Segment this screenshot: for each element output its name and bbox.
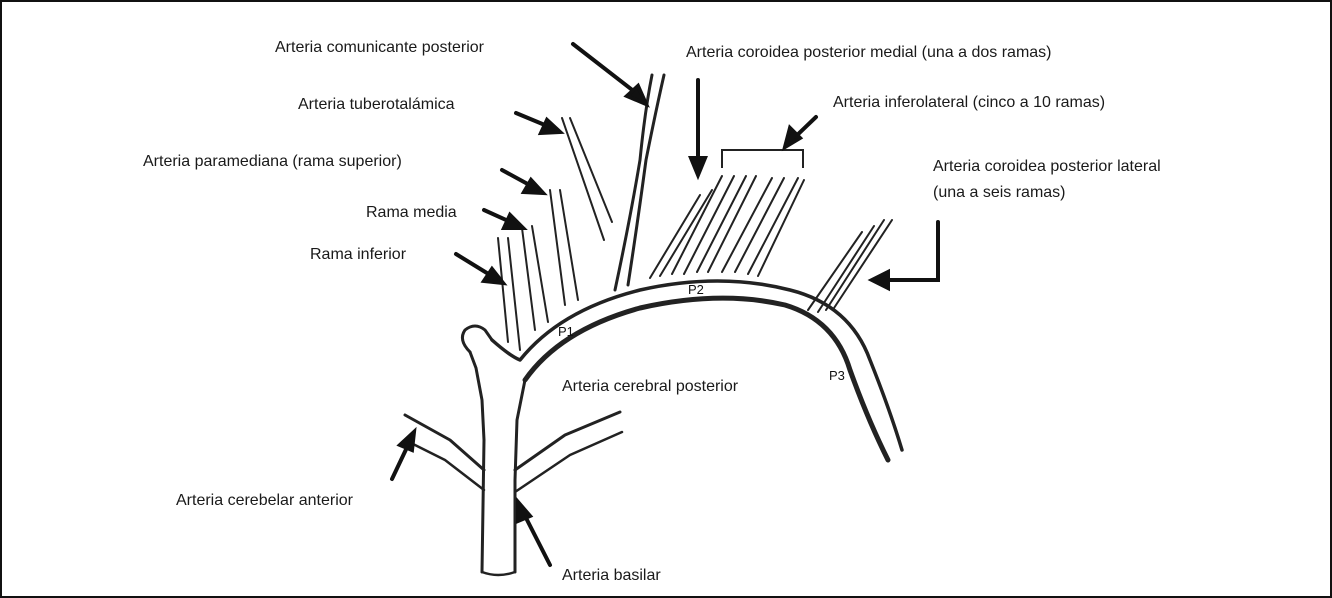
vessel-drawing — [405, 75, 902, 575]
basilar-knob — [462, 326, 492, 352]
label-tuberotalamica: Arteria tuberotalámica — [298, 95, 455, 115]
label-inferolateral: Arteria inferolateral (cinco a 10 ramas) — [833, 93, 1105, 113]
label-cerebral-posterior: Arteria cerebral posterior — [562, 377, 738, 397]
pca-arch-outer — [492, 281, 902, 450]
segment-p1: P1 — [558, 324, 574, 340]
inferolateral-bracket — [722, 150, 803, 168]
label-paramediana: Arteria paramediana (rama superior) — [143, 152, 402, 172]
segment-p3: P3 — [829, 368, 845, 384]
basilar-bottom — [482, 572, 515, 575]
label-rama-inferior: Rama inferior — [310, 245, 406, 265]
segment-p2: P2 — [688, 282, 704, 298]
label-coroidea-medial: Arteria coroidea posterior medial (una a… — [686, 43, 1052, 63]
label-cerebelar-anterior: Arteria cerebelar anterior — [176, 491, 353, 511]
label-coroidea-lateral-line2: (una a seis ramas) — [933, 183, 1066, 203]
cerebelar-branch — [405, 415, 484, 470]
label-basilar: Arteria basilar — [562, 566, 661, 586]
basilar-trunk-right — [515, 380, 525, 572]
label-rama-media: Rama media — [366, 203, 457, 223]
label-coroidea-lateral-line1: Arteria coroidea posterior lateral — [933, 157, 1161, 177]
label-comunicante-posterior: Arteria comunicante posterior — [275, 38, 484, 58]
